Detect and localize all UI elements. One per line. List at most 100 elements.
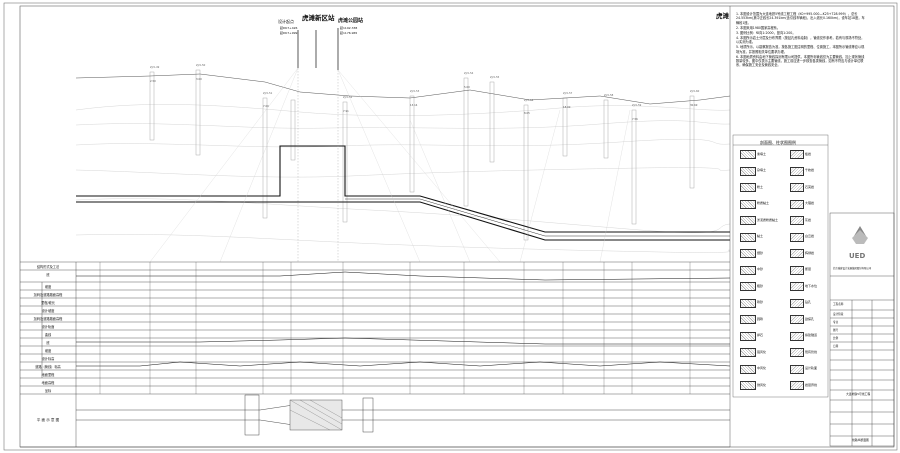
table-ticks <box>99 262 691 394</box>
mid-mileage-2: 起1176.965 <box>340 31 358 35</box>
legend-label: 灰岩 <box>805 217 812 222</box>
row-label: 加码及道路路面高程 <box>33 317 63 321</box>
row-label: 曲线 <box>44 333 52 337</box>
profile-value: 7.56 <box>632 118 638 121</box>
start-mileage-1: 起DK7+426 <box>280 26 298 30</box>
legend-swatch <box>740 183 756 192</box>
row-label: 坡度 <box>44 285 52 289</box>
grade-lines <box>76 271 731 367</box>
legend-swatch <box>740 232 756 242</box>
legend-label: 白云岩 <box>805 234 815 238</box>
note-item: 4. 本图所示岩土分层及分布界限（按钻孔资料绘制），管线仅作参考。若有与现场不符… <box>736 35 865 45</box>
station-huwan-right: 虎滩 <box>716 12 729 20</box>
drawing-name: 线路纵断面图 <box>852 438 869 442</box>
legend-label: 杂填土 <box>757 168 767 172</box>
row-label: 坡度 <box>44 349 52 353</box>
borehole-columns <box>149 69 695 241</box>
legend-swatch <box>740 265 756 275</box>
row-label: 加码及道路路面高程 <box>33 293 63 297</box>
legend-label: 素填土 <box>757 151 767 156</box>
legend-label: 中风化 <box>757 366 767 370</box>
borehole-tag: ZJ-5-54 <box>464 72 474 75</box>
legend-label: 微风化 <box>757 382 767 387</box>
legend-label: 拟建隧道 <box>805 333 818 337</box>
legend-label: 圆砾 <box>757 316 764 321</box>
legend-label: 岩层界线 <box>805 382 818 387</box>
legend-title: 剖面图、柱状图图例 <box>760 140 796 145</box>
station-huwan-gongyuan-label: 虎滩公园站 <box>338 18 364 24</box>
borehole-tag: ZJ-5-59 <box>632 104 642 107</box>
station-dashed-lines <box>297 68 339 262</box>
legend-swatch <box>790 216 804 225</box>
profile-value: 7.91 <box>343 110 349 113</box>
row-label: 里程/坡长 <box>41 301 55 305</box>
row-label: 道路（管线）标高 <box>35 365 61 369</box>
legend-label: 中砂 <box>757 267 764 271</box>
legend-label: 板岩 <box>805 151 812 156</box>
tb-row-label: 专业 <box>833 321 839 324</box>
profile-value: 30.69 <box>690 104 698 107</box>
note-item: 2. 本图采用1980国家高程系。 <box>736 25 781 30</box>
legend-swatch <box>790 381 804 390</box>
station-markers <box>297 28 339 70</box>
legend-label: 勘探孔 <box>805 316 815 321</box>
tb-row-label: 设计阶段 <box>833 313 844 316</box>
legend-swatch <box>790 282 804 291</box>
legend-swatch <box>740 150 756 159</box>
legend-label: 千枚岩 <box>805 168 815 172</box>
legend-label: 黏土 <box>757 234 764 238</box>
profile-value: 5.00 <box>464 86 470 89</box>
legend-frame <box>732 134 829 398</box>
tb-row-label: 比例 <box>833 337 839 340</box>
borehole-tag: ZJ-5-56 <box>524 99 534 102</box>
row-label: 设计坡度 <box>41 309 55 313</box>
start-mileage-2: 起DK7+999 <box>280 31 298 35</box>
legend-label: 辉绿岩 <box>805 250 815 255</box>
ued-logo <box>852 226 868 244</box>
legend-swatch <box>740 364 756 374</box>
design-notes: 1. 本图设计范围为大连地铁5号线工程工程（K0+995.000—K25+728… <box>736 12 866 68</box>
data-table <box>20 6 731 448</box>
legend-label: 粉土 <box>757 184 764 189</box>
borehole-tag: ZJ-5-49 <box>150 66 160 69</box>
profile-value: 2.50 <box>150 80 156 83</box>
legend-swatch <box>790 315 804 324</box>
company-name: 北京城建设计发展集团股份有限公司 <box>833 267 872 270</box>
legend-label: 粗砂 <box>757 283 764 288</box>
legend-label: 淤泥质粉质黏土 <box>757 217 779 222</box>
company-logo-text: UED <box>849 252 866 260</box>
legend-label: 粉质黏土 <box>757 201 770 205</box>
profile-value: 18.00 <box>563 106 571 109</box>
title-block <box>829 212 895 447</box>
tunnel-fill <box>345 198 730 237</box>
legend-swatch <box>740 348 756 357</box>
legend-swatch <box>790 150 804 159</box>
legend-swatch <box>740 199 756 209</box>
legend-swatch <box>740 298 756 308</box>
legend-swatch <box>790 331 804 341</box>
legend-label: 砾砂 <box>757 300 764 304</box>
legend-label: 既有管线 <box>805 349 818 354</box>
tb-row-label: 图号 <box>833 329 839 332</box>
legend-label: 设计轨面 <box>805 366 818 370</box>
ground-line <box>75 73 731 105</box>
profile-value: 7.00 <box>263 105 269 108</box>
tb-row-label: 日期 <box>833 345 839 348</box>
legend-swatch <box>740 331 756 341</box>
row-label: 地面里程 <box>41 373 55 377</box>
project-name: 大连地铁5号线工程 <box>846 392 871 396</box>
row-label: 设计标高 <box>41 357 55 361</box>
borehole-tag: ZJ-5-50 <box>196 64 206 67</box>
note-item: 6. 本图地质资料由地下管线探测有限公司提供，本图所标管线仅为主要管线，加上现状… <box>736 54 865 68</box>
legend-label: 钻孔 <box>805 300 812 304</box>
borehole-tag: ZJ-5-52 <box>343 96 353 99</box>
station-huwan-xinqu: 虎滩新区站 <box>302 14 335 22</box>
row-label: 底 <box>46 273 50 277</box>
note-item: 1. 本图设计范围为大连地铁5号线工程工程（K0+995.000—K25+728… <box>736 12 865 25</box>
tunnel-profile <box>76 145 730 241</box>
profile-value: 3.00 <box>196 78 202 81</box>
row-label: 坐标 <box>44 389 52 393</box>
note-item: 3. 图例比例：纵向1:2000，竖向1:200。 <box>736 30 796 35</box>
legend-label: 地下水位 <box>805 283 818 288</box>
